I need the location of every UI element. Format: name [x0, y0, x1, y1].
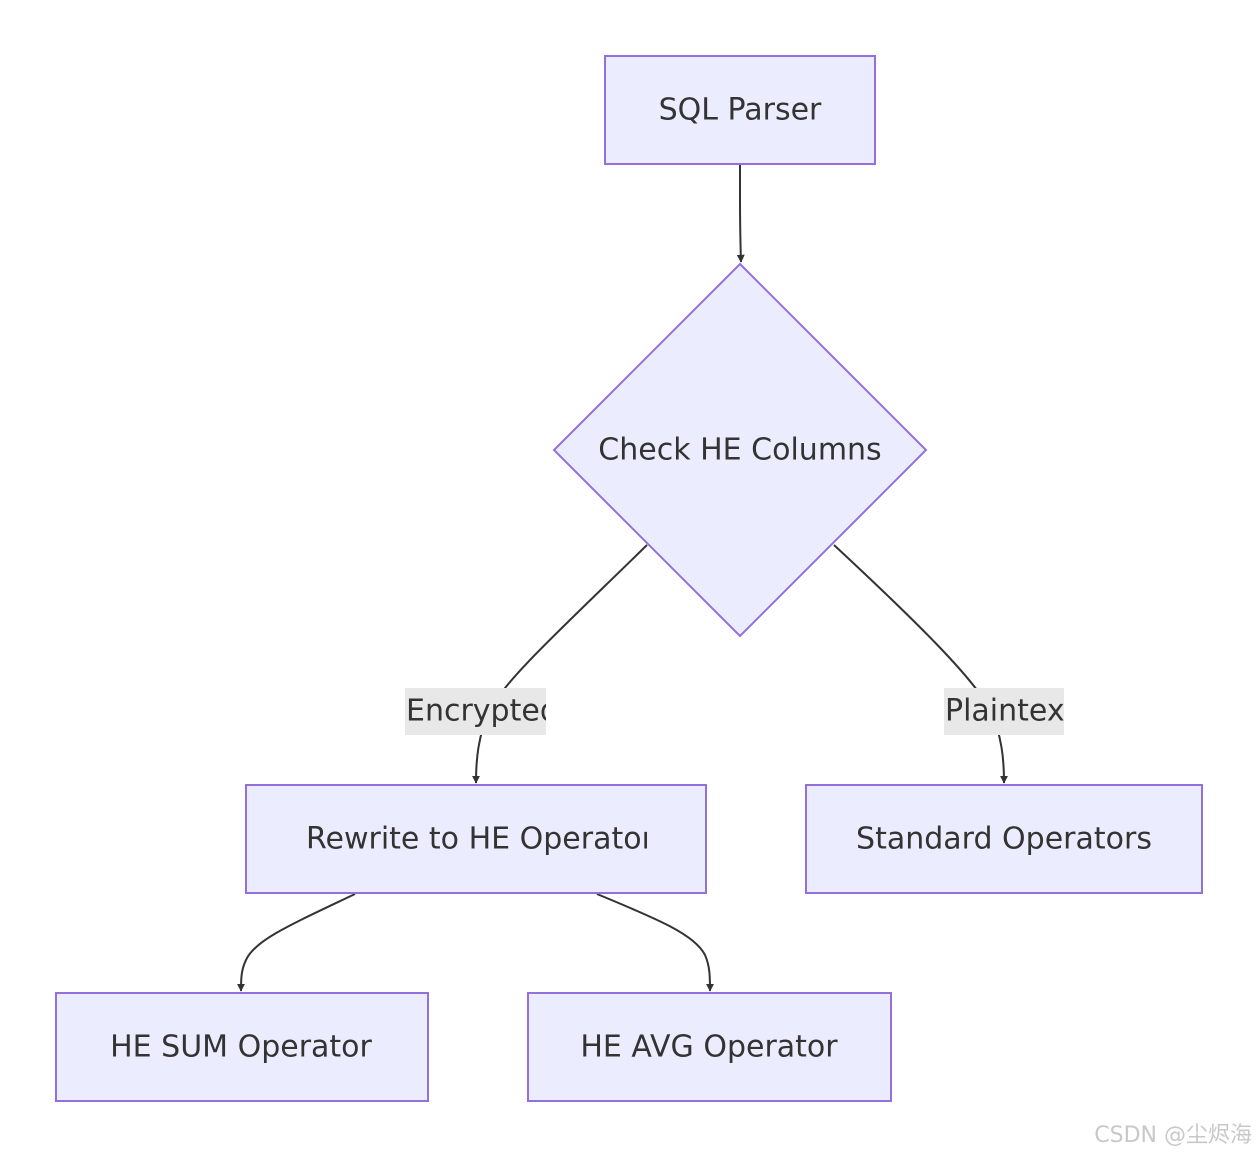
edge-rewrite-to-avg — [596, 893, 714, 992]
edge-check-to-rewrite — [472, 544, 648, 784]
node-he-sum-operator-label: HE SUM Operator — [110, 1030, 372, 1065]
node-standard-operators-label: Standard Operators — [856, 822, 1152, 857]
edge-rewrite-to-sum — [237, 893, 356, 992]
node-check-he-columns-label: Check HE Columns — [598, 433, 881, 468]
edge-label-encrypted: Encrypted — [405, 688, 559, 735]
node-standard-operators: Standard Operators — [805, 784, 1203, 894]
node-he-avg-operator-label: HE AVG Operator — [580, 1030, 838, 1065]
edge-label-encrypted-text: Encrypted — [406, 694, 559, 729]
node-he-avg-operator: HE AVG Operator — [527, 992, 892, 1102]
node-rewrite-to-he-operators: Rewrite to HE Operators — [245, 784, 707, 894]
edge-check-to-standard — [833, 544, 1008, 784]
node-check-he-columns: Check HE Columns — [552, 262, 928, 638]
node-rewrite-label: Rewrite to HE Operators — [306, 822, 670, 857]
edge-parser-to-check — [736, 165, 745, 263]
node-he-sum-operator: HE SUM Operator — [55, 992, 429, 1102]
edge-label-plaintext: Plaintext — [944, 688, 1077, 735]
node-sql-parser: SQL Parser — [604, 55, 876, 165]
edge-label-plaintext-text: Plaintext — [945, 694, 1077, 729]
node-sql-parser-label: SQL Parser — [659, 93, 822, 128]
watermark: CSDN @尘烬海 — [1094, 1123, 1252, 1148]
